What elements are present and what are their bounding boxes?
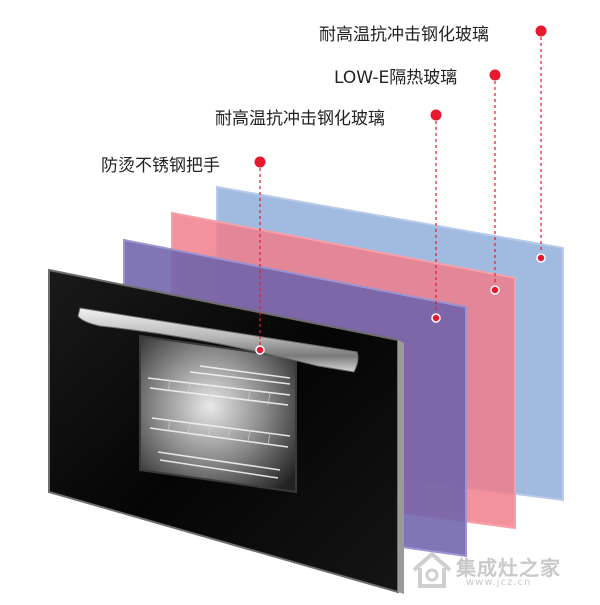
watermark: 集成灶之家 www.jcz.cn xyxy=(408,546,593,596)
stainless-handle xyxy=(77,307,359,373)
watermark-url: www.jcz.cn xyxy=(466,577,532,588)
label-outer-tempered-glass: 耐高温抗冲击钢化玻璃 xyxy=(319,25,489,45)
label-low-e-glass: LOW-E隔热玻璃 xyxy=(334,68,458,88)
door-side-edge xyxy=(398,340,404,594)
marker-dots-panel xyxy=(255,253,546,355)
label-inner-tempered-glass: 耐高温抗冲击钢化玻璃 xyxy=(215,109,385,129)
leader-lines xyxy=(259,31,542,350)
watermark-brand: 集成灶之家 xyxy=(456,556,561,580)
house-logo-icon xyxy=(412,552,452,588)
oven-racks xyxy=(147,365,291,479)
rack-grid xyxy=(167,379,271,446)
marker-dots-top xyxy=(254,25,547,168)
label-handle: 防烫不锈钢把手 xyxy=(101,156,220,176)
oven-window xyxy=(139,334,297,494)
